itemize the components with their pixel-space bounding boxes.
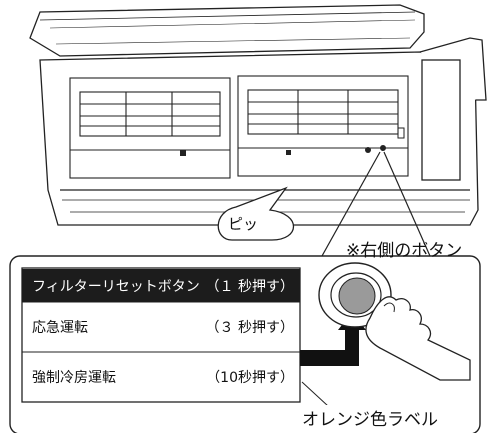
forced-cooling-duration: （10秒押す） [206,370,294,386]
orange-label-text: オレンジ色ラベル [300,405,440,430]
right-button-label: ※右側のボタン [346,241,463,261]
unit-buttons [180,127,405,156]
open-front-panel [29,4,425,57]
button-row-filter-reset: フィルターリセットボタン （１ 秒押す） [22,269,300,302]
filter-reset-label: フィルターリセットボタン [32,278,200,295]
forced-cooling-label: 強制冷房運転 [32,370,116,386]
button-row-forced-cooling: 強制冷房運転 （10秒押す） [22,362,300,392]
pointer-lines [321,151,431,257]
indoor-unit-body [39,37,487,226]
filter-reset-duration: （１ 秒押す） [205,278,294,295]
left-filter [69,77,231,179]
emergency-duration: （３ 秒押す） [205,320,294,336]
button-row-emergency: 応急運転 （３ 秒押す） [22,312,300,342]
emergency-label: 応急運転 [32,320,88,336]
right-filter [237,75,409,177]
sound-text: ピッ [228,215,259,233]
finger-press-icon [318,262,471,381]
sound-bubble [217,186,295,241]
